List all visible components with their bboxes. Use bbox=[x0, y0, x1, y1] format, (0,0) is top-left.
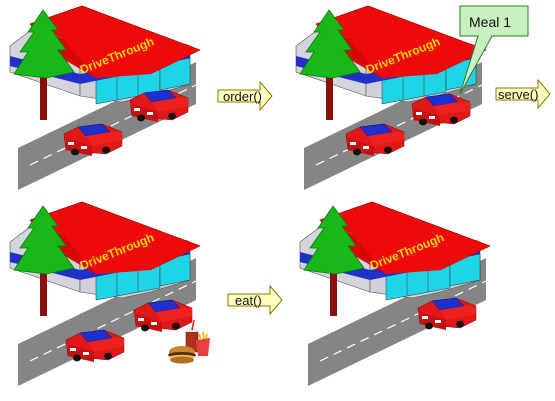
order-arrow: order() bbox=[218, 82, 272, 110]
eat-label: eat() bbox=[235, 293, 262, 308]
panel-2: DriveThrough Meal 1 bbox=[296, 6, 528, 190]
order-label: order() bbox=[223, 89, 262, 104]
serve-arrow: serve() bbox=[496, 80, 550, 108]
panel-1: DriveThrough bbox=[10, 6, 200, 190]
callout-text: Meal 1 bbox=[469, 14, 511, 30]
panel-4: DriveThrough bbox=[300, 202, 490, 386]
panel-3: DriveThrough bbox=[10, 202, 210, 386]
serve-label: serve() bbox=[498, 87, 538, 102]
eat-arrow: eat() bbox=[228, 286, 282, 314]
